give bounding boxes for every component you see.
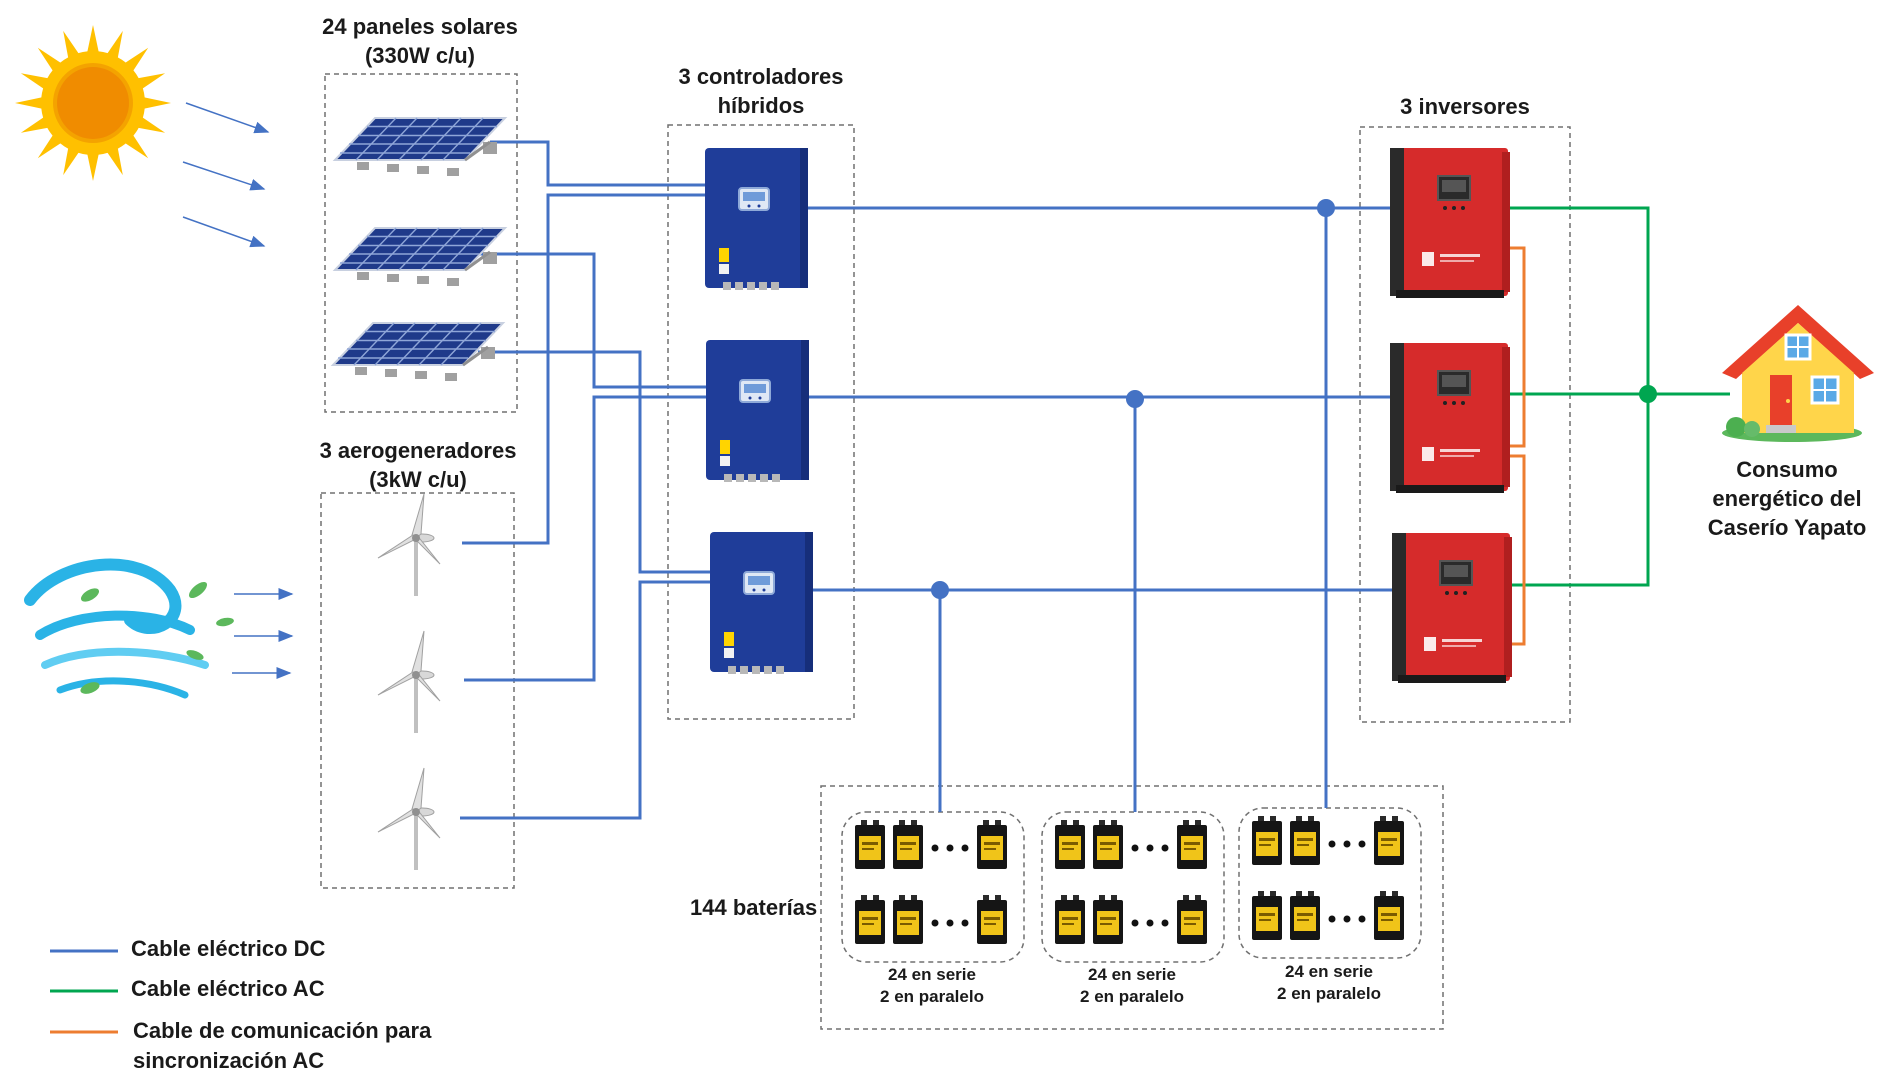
battery-icon: [1093, 820, 1123, 869]
sun-ray: [142, 97, 171, 109]
inverters-label: 3 inversores: [1400, 94, 1530, 119]
ellipsis-dots: [931, 844, 969, 927]
wind-label: 3 aerogeneradores (3kW c/u): [319, 438, 517, 492]
legend-ac-label: Cable eléctrico AC: [131, 976, 325, 1001]
battery-icon: [1177, 895, 1207, 944]
sun-ray: [63, 146, 80, 176]
sun-ray: [136, 116, 166, 133]
battery-bank-3-label: 24 en serie 2 en paralelo: [1277, 962, 1381, 1003]
battery-icon: [1177, 820, 1207, 869]
wind-turbine-icon: [377, 767, 441, 871]
battery-icon: [1055, 820, 1085, 869]
sun-ray: [20, 73, 50, 90]
solar-group-box: [324, 73, 518, 413]
battery-icon: [893, 895, 923, 944]
ac-cables: [1510, 206, 1730, 587]
comm-cables: [1508, 246, 1526, 646]
solar-panel-icon: [333, 226, 507, 288]
hybrid-controller-icon: [705, 339, 810, 483]
sun-ray: [87, 152, 99, 181]
solar-panel-icon: [333, 116, 507, 178]
legend-dc-label: Cable eléctrico DC: [131, 936, 326, 961]
battery-group-box: [820, 785, 1444, 1030]
ac-junction: [1639, 385, 1657, 403]
battery-bank-2-label: 24 en serie 2 en paralelo: [1080, 965, 1184, 1006]
sun-arrows: [182, 102, 270, 248]
sun-ray: [63, 30, 80, 60]
battery-icon: [1374, 816, 1404, 865]
hybrid-controller-icon: [704, 147, 809, 291]
battery-bank-2: [1055, 820, 1207, 944]
inverter-icon: [1391, 532, 1513, 684]
sun-ray: [37, 47, 63, 73]
sun-ray: [15, 97, 44, 109]
battery-icon: [1055, 895, 1085, 944]
ellipsis-dots: [1328, 840, 1366, 923]
legend-comm-label: Cable de comunicación para sincronizació…: [133, 1018, 432, 1073]
battery-icon: [1252, 891, 1282, 940]
battery-icon: [1290, 816, 1320, 865]
sun-ray: [87, 25, 99, 54]
battery-icon: [977, 895, 1007, 944]
dc-cables: [460, 140, 1393, 820]
battery-bank-box-2: [1041, 811, 1225, 963]
inverter-icon: [1389, 147, 1511, 299]
battery-icon: [977, 820, 1007, 869]
battery-icon: [1252, 816, 1282, 865]
sun-ray: [37, 133, 63, 159]
house-icon: [1722, 305, 1874, 442]
dc-junctions: [931, 199, 1335, 599]
sun-ray: [136, 73, 166, 90]
wind-turbine-icon: [377, 493, 441, 597]
battery-icon: [1093, 895, 1123, 944]
load-label: Consumo energético del Caserío Yapato: [1707, 457, 1867, 540]
battery-bank-1: [855, 820, 1007, 944]
wind-group-box: [320, 492, 515, 889]
battery-bank-box-1: [841, 811, 1025, 963]
ellipsis-dots: [1131, 844, 1169, 927]
inverter-icon: [1389, 342, 1511, 494]
sun-ray: [123, 47, 149, 73]
solar-panel-icon: [331, 321, 505, 383]
battery-icon: [1374, 891, 1404, 940]
sun-ray: [20, 116, 50, 133]
wind-icon: [24, 558, 234, 699]
controllers-label: 3 controladores híbridos: [678, 64, 844, 118]
sun-ray: [106, 146, 123, 176]
battery-icon: [1290, 891, 1320, 940]
batteries-label: 144 baterías: [690, 895, 818, 920]
battery-bank-1-label: 24 en serie 2 en paralelo: [880, 965, 984, 1006]
wind-arrows: [232, 588, 294, 679]
battery-bank-box-3: [1238, 807, 1422, 959]
inverter-group-box: [1359, 126, 1571, 723]
battery-icon: [855, 820, 885, 869]
battery-icon: [893, 820, 923, 869]
battery-bank-3: [1252, 816, 1404, 940]
solar-label: 24 paneles solares (330W c/u): [322, 14, 518, 68]
sun-icon: [15, 25, 171, 181]
sun-ray: [123, 133, 149, 159]
wind-turbine-icon: [377, 630, 441, 734]
battery-icon: [855, 895, 885, 944]
sun-ray: [106, 30, 123, 60]
hybrid-controller-icon: [709, 531, 814, 675]
controller-group-box: [667, 124, 855, 720]
